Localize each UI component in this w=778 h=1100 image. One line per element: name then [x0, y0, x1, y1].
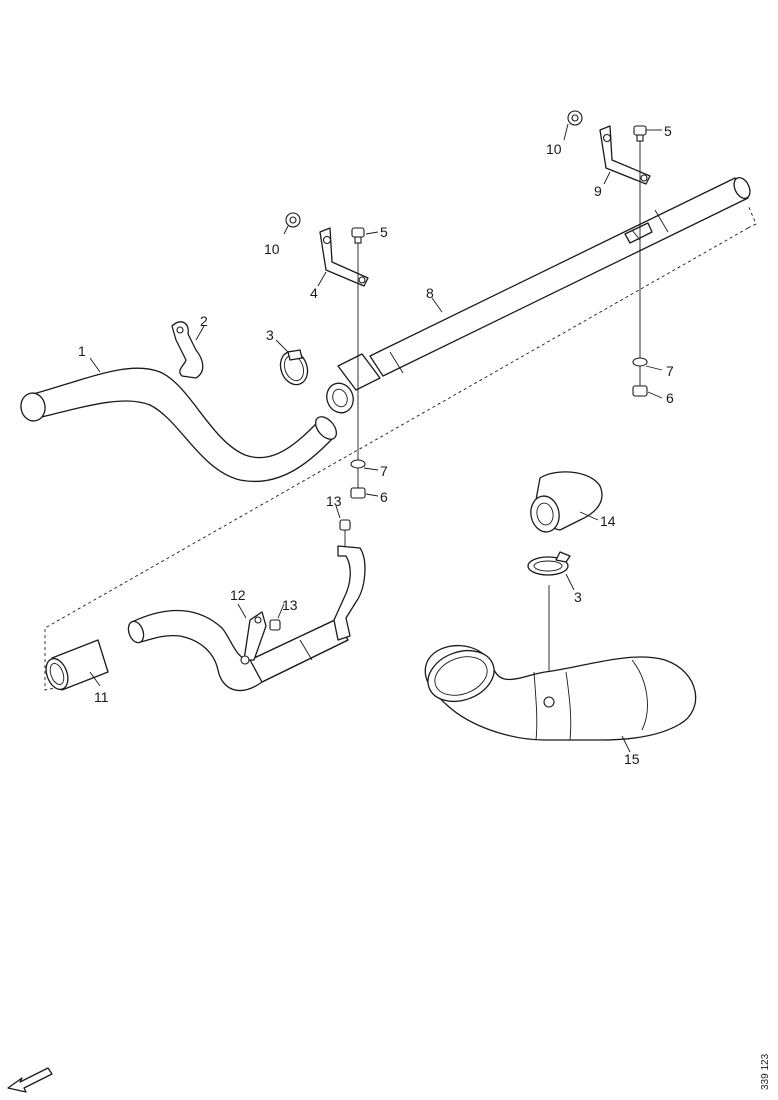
callout-5-rear: 5	[664, 123, 672, 139]
front-arrow-icon	[7, 1067, 53, 1093]
part-13-bolt-upper	[339, 519, 351, 531]
part-3-clamp-lower	[527, 551, 571, 576]
part-12-middle-pipe	[127, 545, 366, 692]
part-4-hanger-bracket	[319, 227, 369, 287]
callout-10-front: 10	[264, 241, 280, 257]
part-1-front-pipe	[20, 367, 338, 483]
callout-6-front: 6	[380, 489, 388, 505]
callout-labels: 1 2 3 4 5 5 7 6 7 6 8 9 10 10 11 12 13 1…	[78, 123, 674, 767]
callout-8: 8	[426, 285, 434, 301]
bolt-axis-lines	[344, 135, 641, 680]
callout-9: 9	[594, 183, 602, 199]
part-5-bolt-front	[351, 227, 365, 244]
drawing-code: 339 123	[760, 1053, 771, 1090]
part-10-nut-rear	[567, 110, 583, 126]
callout-leaders	[89, 123, 663, 753]
assembly-boundary	[44, 204, 757, 691]
callout-5-front: 5	[380, 224, 388, 240]
part-5-bolt-rear	[633, 125, 647, 142]
part-7-washer-rear	[632, 357, 648, 367]
callout-10-rear: 10	[546, 141, 562, 157]
part-11-straight-pipe	[45, 639, 109, 691]
part-7-washer-front	[350, 459, 366, 469]
callout-14: 14	[600, 513, 616, 529]
callout-3-lower: 3	[574, 589, 582, 605]
callout-7-front: 7	[380, 463, 388, 479]
part-6-nut-rear	[632, 385, 648, 397]
callout-7-rear: 7	[666, 363, 674, 379]
part-8-tailpipe	[337, 176, 751, 391]
part-6-nut-front	[350, 487, 366, 499]
callout-1: 1	[78, 343, 86, 359]
part-3-clamp-upper	[279, 349, 309, 386]
part-2-bracket	[171, 321, 204, 379]
callout-6-rear: 6	[666, 390, 674, 406]
callout-11: 11	[94, 689, 109, 705]
part-9-hanger-bracket	[599, 125, 651, 185]
pipe-sleeve-joint	[326, 382, 354, 414]
callout-4: 4	[310, 285, 318, 301]
part-13-bolt-lower	[269, 619, 281, 631]
callout-3-upper: 3	[266, 327, 274, 343]
callout-15: 15	[624, 751, 640, 767]
part-14-elbow	[530, 471, 603, 533]
callout-2: 2	[200, 313, 208, 329]
callout-12: 12	[230, 587, 246, 603]
part-15-large-bend	[424, 644, 697, 741]
part-10-nut-front	[285, 212, 301, 228]
callout-13-lower: 13	[282, 597, 298, 613]
callout-13-upper: 13	[326, 493, 342, 509]
